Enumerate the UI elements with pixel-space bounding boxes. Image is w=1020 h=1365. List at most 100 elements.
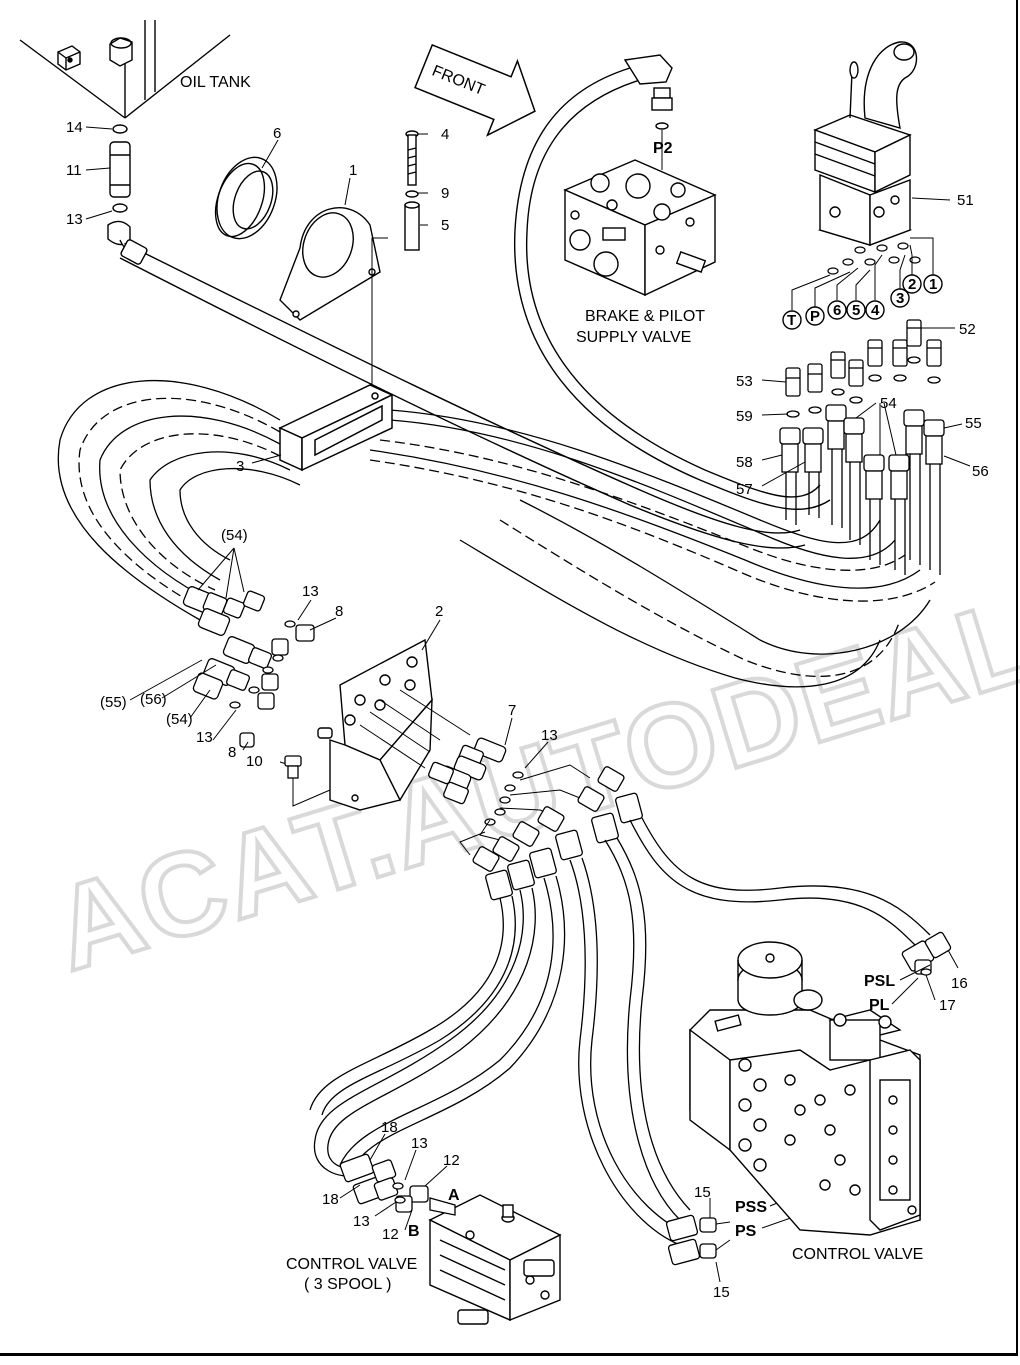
lower-hoses — [309, 817, 931, 1246]
part-15-a: 15 — [694, 1184, 711, 1201]
part-56-paren: (56) — [140, 691, 167, 708]
leaders-spool — [339, 1133, 448, 1231]
svg-text:3: 3 — [896, 290, 904, 307]
brake-pilot-valve — [563, 130, 717, 297]
brake-valve-label-2: SUPPLY VALVE — [576, 329, 691, 346]
port-circle-5: 5 — [846, 300, 866, 320]
part-18-b: 18 — [322, 1191, 339, 1208]
control-valve-label: CONTROL VALVE — [792, 1246, 923, 1263]
part-14: 14 — [66, 119, 83, 136]
port-psl: PSL — [864, 973, 895, 990]
svg-text:P: P — [810, 308, 820, 325]
tank-hose — [119, 239, 806, 549]
p2-fitting — [651, 87, 673, 130]
port-pss: PSS — [735, 1199, 767, 1216]
port-circle-T: T — [782, 310, 802, 330]
port-ps: PS — [735, 1223, 757, 1240]
leaders-joystick — [761, 327, 971, 487]
control-valve-3spool-label-1: CONTROL VALVE — [286, 1256, 417, 1273]
part-55: 55 — [965, 415, 982, 432]
port-circle-1: 1 — [923, 274, 943, 294]
front-arrow — [414, 43, 536, 137]
port-circle-6: 6 — [827, 300, 847, 320]
part-17: 17 — [939, 997, 956, 1014]
part-15-b: 15 — [713, 1284, 730, 1301]
joystick-port-lines — [791, 237, 934, 310]
part-9: 9 — [441, 185, 449, 202]
svg-text:T: T — [787, 312, 796, 329]
pilot-ps-fittings — [665, 931, 952, 1266]
control-valve-main — [689, 941, 921, 1236]
control-valve-3spool — [428, 1194, 562, 1325]
part-3: 3 — [236, 458, 244, 475]
svg-text:4: 4 — [871, 302, 880, 319]
leaders-upper — [261, 133, 428, 395]
port-a: A — [448, 1187, 460, 1204]
part-18-a: 18 — [381, 1119, 398, 1136]
svg-text:1: 1 — [929, 276, 937, 293]
part-55-paren: (55) — [100, 694, 127, 711]
part-8-b: 8 — [228, 744, 236, 761]
port-circle-2: 2 — [902, 274, 922, 294]
port-p2: P2 — [653, 140, 673, 157]
bolt-10 — [284, 755, 331, 807]
port-circle-4: 4 — [865, 300, 885, 320]
part-51: 51 — [957, 192, 974, 209]
joystick-51 — [813, 41, 918, 247]
part-7: 7 — [508, 702, 516, 719]
part-54-paren: (54) — [221, 527, 248, 544]
bolt-4 — [404, 130, 420, 251]
part-5: 5 — [441, 217, 449, 234]
port-circle-3: 3 — [890, 288, 910, 308]
part-13-e: 13 — [411, 1135, 428, 1152]
hose-tails — [785, 449, 941, 575]
part-4: 4 — [441, 126, 449, 143]
svg-text:5: 5 — [852, 302, 860, 319]
part-16: 16 — [951, 975, 968, 992]
adapters-52-53 — [785, 319, 942, 418]
part-2: 2 — [435, 603, 443, 620]
part-53: 53 — [736, 373, 753, 390]
part-12-b: 12 — [382, 1226, 399, 1243]
p2-hose — [513, 54, 831, 510]
part-8-a: 8 — [335, 603, 343, 620]
part-59: 59 — [736, 408, 753, 425]
leaders-manifold-left — [129, 547, 441, 766]
oil-tank — [19, 20, 231, 119]
part-56: 56 — [972, 463, 989, 480]
part-52: 52 — [959, 321, 976, 338]
part-54-paren-2: (54) — [166, 711, 193, 728]
port-pl: PL — [869, 997, 890, 1014]
part-13-d: 13 — [541, 727, 558, 744]
part-6: 6 — [273, 125, 281, 142]
lower-hose-fittings — [472, 766, 643, 901]
part-54: 54 — [880, 395, 897, 412]
part-13-f: 13 — [353, 1213, 370, 1230]
port-circle-P: P — [805, 306, 825, 326]
seal-6 — [214, 156, 278, 240]
part-58: 58 — [736, 454, 753, 471]
part-10: 10 — [246, 753, 263, 770]
leaders-tank — [85, 126, 113, 220]
svg-text:2: 2 — [908, 276, 916, 293]
svg-text:6: 6 — [833, 302, 841, 319]
bracket-2 — [317, 638, 433, 811]
part-12-a: 12 — [443, 1152, 460, 1169]
hose-bundle — [57, 379, 936, 688]
port-b: B — [408, 1223, 420, 1240]
part-1: 1 — [349, 162, 357, 179]
oil-tank-label: OIL TANK — [180, 74, 251, 91]
manifold-left-fittings — [182, 586, 315, 748]
part-13-c: 13 — [196, 729, 213, 746]
part-11: 11 — [66, 162, 82, 179]
hose-ends — [779, 404, 945, 500]
brake-valve-label-1: BRAKE & PILOT — [585, 308, 705, 325]
part-13-b: 13 — [302, 583, 319, 600]
clamp-3 — [278, 384, 394, 472]
spool-fittings — [339, 1153, 456, 1216]
circled-ports: T P 6 5 4 3 2 1 — [782, 274, 943, 330]
part-57: 57 — [736, 481, 753, 498]
